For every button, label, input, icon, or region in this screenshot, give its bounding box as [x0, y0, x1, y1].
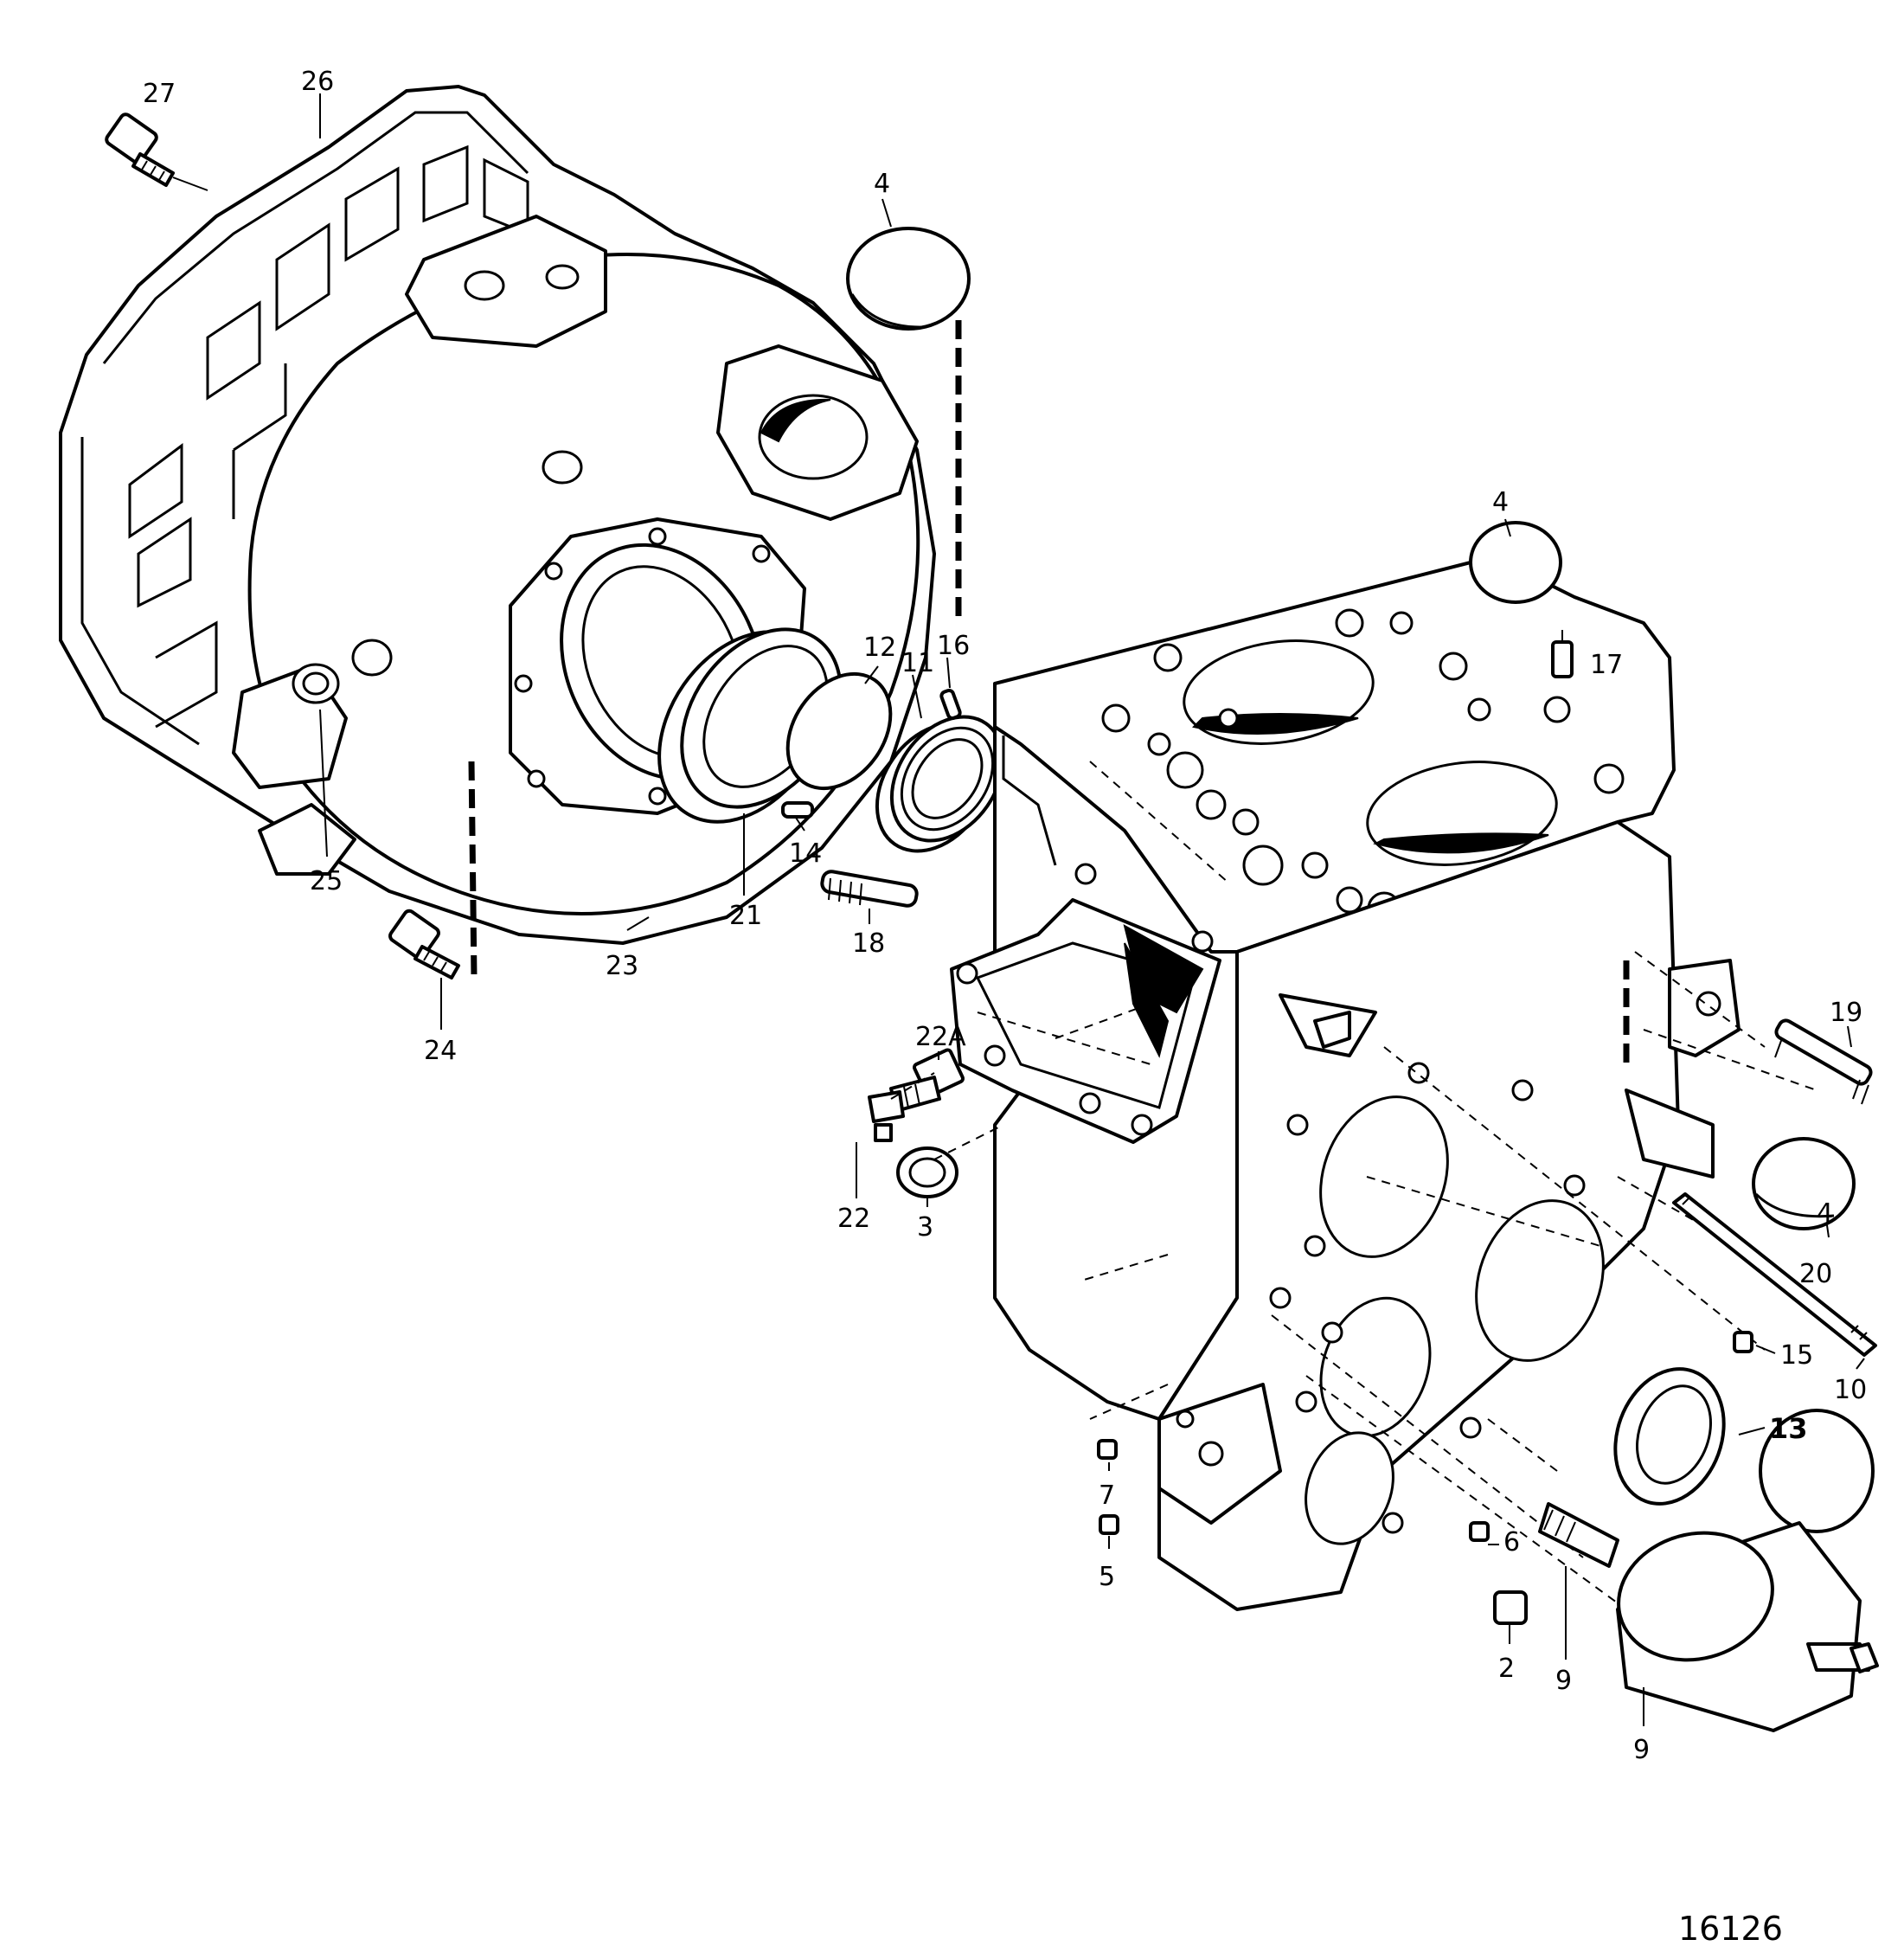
core-plug-4-mid: [1469, 521, 1562, 604]
callout-4-mid: 4: [1492, 487, 1509, 517]
callout-20: 20: [1799, 1259, 1832, 1289]
callout-4-top: 4: [874, 169, 890, 199]
cylinder-block: [950, 561, 1766, 1611]
front-cover-cap: [1759, 1409, 1875, 1533]
bush-2: [1493, 1590, 1528, 1625]
callout-16: 16: [937, 631, 970, 661]
callout-22A: 22A: [915, 1022, 966, 1052]
callout-9-pump: 9: [1633, 1735, 1650, 1765]
callout-10: 10: [1834, 1375, 1867, 1405]
callout-7: 7: [1099, 1480, 1115, 1511]
callout-25: 25: [310, 866, 343, 896]
callout-21: 21: [729, 901, 762, 931]
pin-14: [781, 801, 814, 819]
callout-5: 5: [1099, 1562, 1115, 1592]
callout-13: 13: [1769, 1412, 1808, 1445]
pin-6: [1469, 1521, 1490, 1542]
callout-15: 15: [1780, 1340, 1813, 1371]
stud-18: [820, 870, 919, 908]
bush-3: [896, 1146, 958, 1198]
crankshaft-seal-13: [1613, 1367, 1726, 1506]
callout-22: 22: [837, 1204, 870, 1234]
pin-7: [1097, 1439, 1118, 1460]
bolt-27: [105, 112, 175, 187]
callout-23: 23: [606, 951, 638, 981]
pin-5: [1099, 1514, 1119, 1535]
core-plug-4-top: [846, 227, 971, 331]
callout-19: 19: [1830, 998, 1862, 1028]
callout-27: 27: [143, 79, 176, 109]
long-stud-20: [1672, 1192, 1877, 1357]
drain-tap-22: [868, 1048, 965, 1142]
washer-12: [785, 671, 893, 791]
callout-2: 2: [1498, 1654, 1515, 1684]
bearing-11: [875, 715, 1005, 853]
drive-unit-8: [1616, 1521, 1879, 1732]
alignment-line-left: [468, 761, 478, 979]
callout-6: 6: [1503, 1527, 1520, 1557]
callout-3: 3: [917, 1212, 933, 1243]
callout-4-right: 4: [1817, 1198, 1833, 1229]
stud-9: [1538, 1502, 1619, 1568]
callout-12: 12: [863, 633, 896, 663]
pin-15: [1733, 1331, 1753, 1353]
pin-16: [939, 688, 962, 721]
stud-19: [1774, 1018, 1873, 1105]
callout-26: 26: [301, 67, 334, 97]
callout-18: 18: [852, 928, 885, 959]
seal-21: [657, 627, 843, 824]
callout-14: 14: [789, 838, 822, 869]
bolt-24: [388, 909, 460, 979]
core-plug-4-right: [1752, 1137, 1856, 1230]
callout-24: 24: [424, 1036, 457, 1066]
drawing-reference-number: 16126: [1678, 1910, 1783, 1946]
pin-17: [1551, 640, 1574, 678]
callout-17: 17: [1590, 650, 1623, 680]
callout-11: 11: [901, 648, 934, 678]
callout-9-stud: 9: [1555, 1666, 1572, 1696]
